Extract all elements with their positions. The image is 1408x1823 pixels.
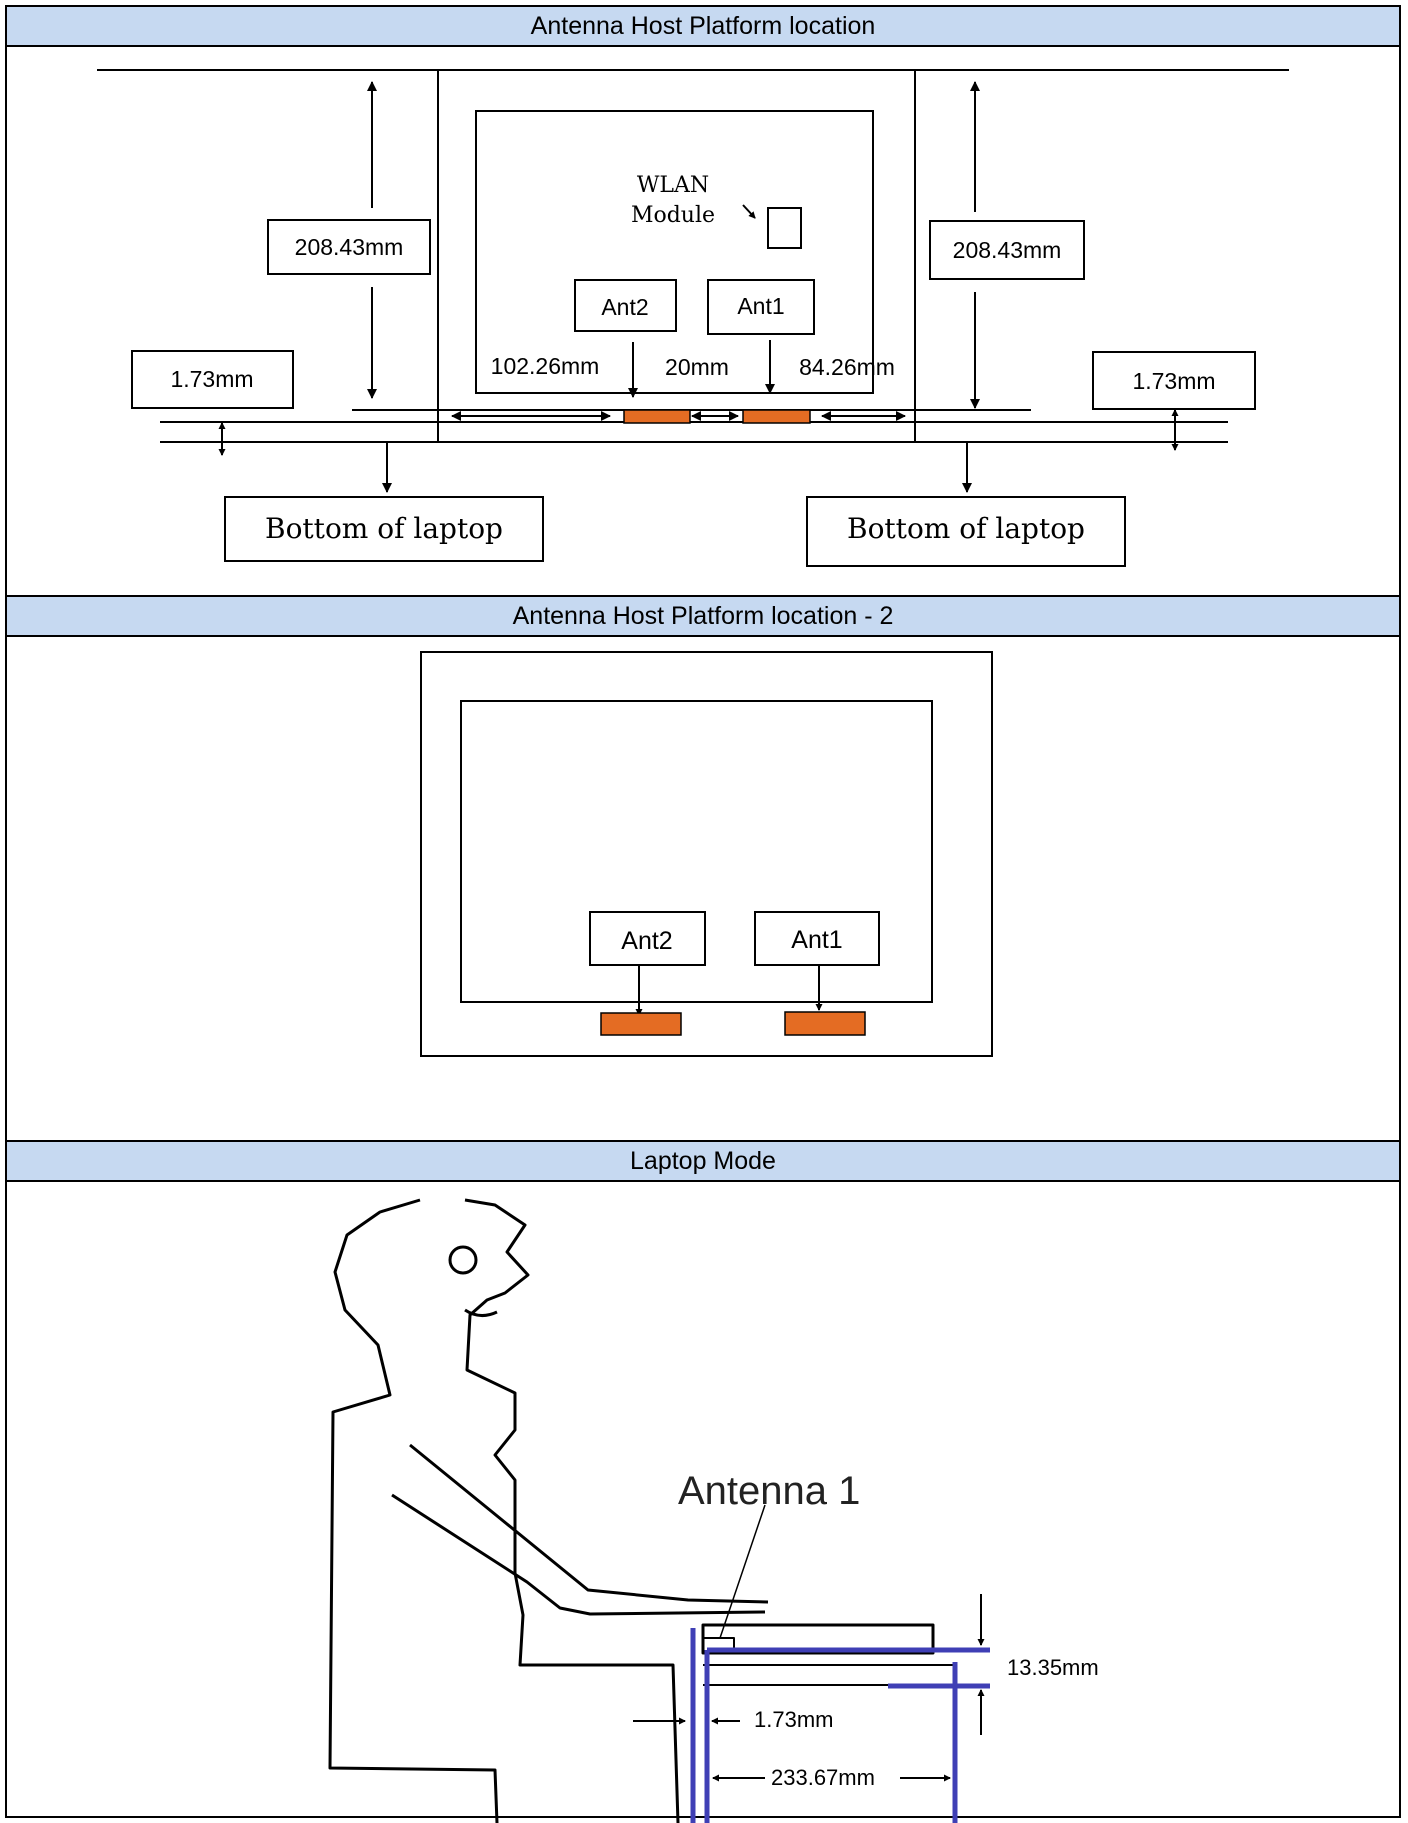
depth-label: 233.67mm [771,1765,875,1790]
antenna-1-leader [719,1504,766,1639]
laptop-outer-outline-2 [420,651,993,1057]
ant2-label: Ant2 [601,294,648,320]
thickness-label: 13.35mm [1007,1655,1099,1680]
wlan-label-line2: Module [631,203,715,228]
height-label-right: 208.43mm [953,237,1062,263]
laptop-screen-outline [475,110,874,394]
person-lower-arm [391,1493,766,1616]
wlan-pointer-arrow [742,204,756,219]
person-front-outline [464,1198,680,1823]
distance-label-left: 102.26mm [491,353,600,379]
laptop-screen-outline-2 [460,700,933,1003]
offset-box-left [131,350,294,409]
gap-label: 1.73mm [754,1707,833,1732]
offset-label-left: 1.73mm [170,366,253,392]
section-header-laptop-mode: Laptop Mode [5,1140,1401,1182]
ant1-label-2: Ant1 [791,926,842,954]
offset-label-right: 1.73mm [1132,368,1215,394]
ant2-label-2: Ant2 [621,927,672,955]
antenna-1-label: Antenna 1 [678,1469,860,1513]
bottom-label-box-left [224,496,544,562]
laptop-mode-outline-blue [690,1628,990,1823]
ant1-box [707,279,815,335]
person-eye [448,1245,478,1275]
wlan-module-box [767,207,802,249]
bottom-label-left: Bottom of laptop [265,512,503,545]
bottom-label-right: Bottom of laptop [847,512,1085,545]
ant2-box [574,279,677,332]
ant1-box-2 [754,911,880,966]
distance-label-middle: 20mm [665,354,729,380]
section-header-platform-location: Antenna Host Platform location [5,5,1401,47]
wlan-label-line1: WLAN [637,173,709,198]
distance-label-right: 84.26mm [799,354,895,380]
height-label-box-left [267,219,431,275]
person-mouth [464,1308,498,1317]
diagram-laptop-mode [328,1198,955,1823]
person-back-outline [328,1198,499,1823]
diagram-platform-location-2 [420,651,993,1057]
antenna-1-element-2 [784,1011,866,1036]
diagram-platform-location [97,69,1289,567]
person-upper-arm [409,1443,769,1604]
antenna-1-element [742,409,811,424]
ant1-label: Ant1 [737,293,784,319]
laptop-outer-outline [437,69,916,443]
height-label-left: 208.43mm [295,234,404,260]
section-header-platform-location-2: Antenna Host Platform location - 2 [5,595,1401,637]
ant2-box-2 [589,911,706,966]
bottom-label-box-right [806,496,1126,567]
height-label-box-right [929,220,1085,280]
antenna-2-element [623,409,691,424]
antenna-2-element-2 [600,1012,682,1036]
